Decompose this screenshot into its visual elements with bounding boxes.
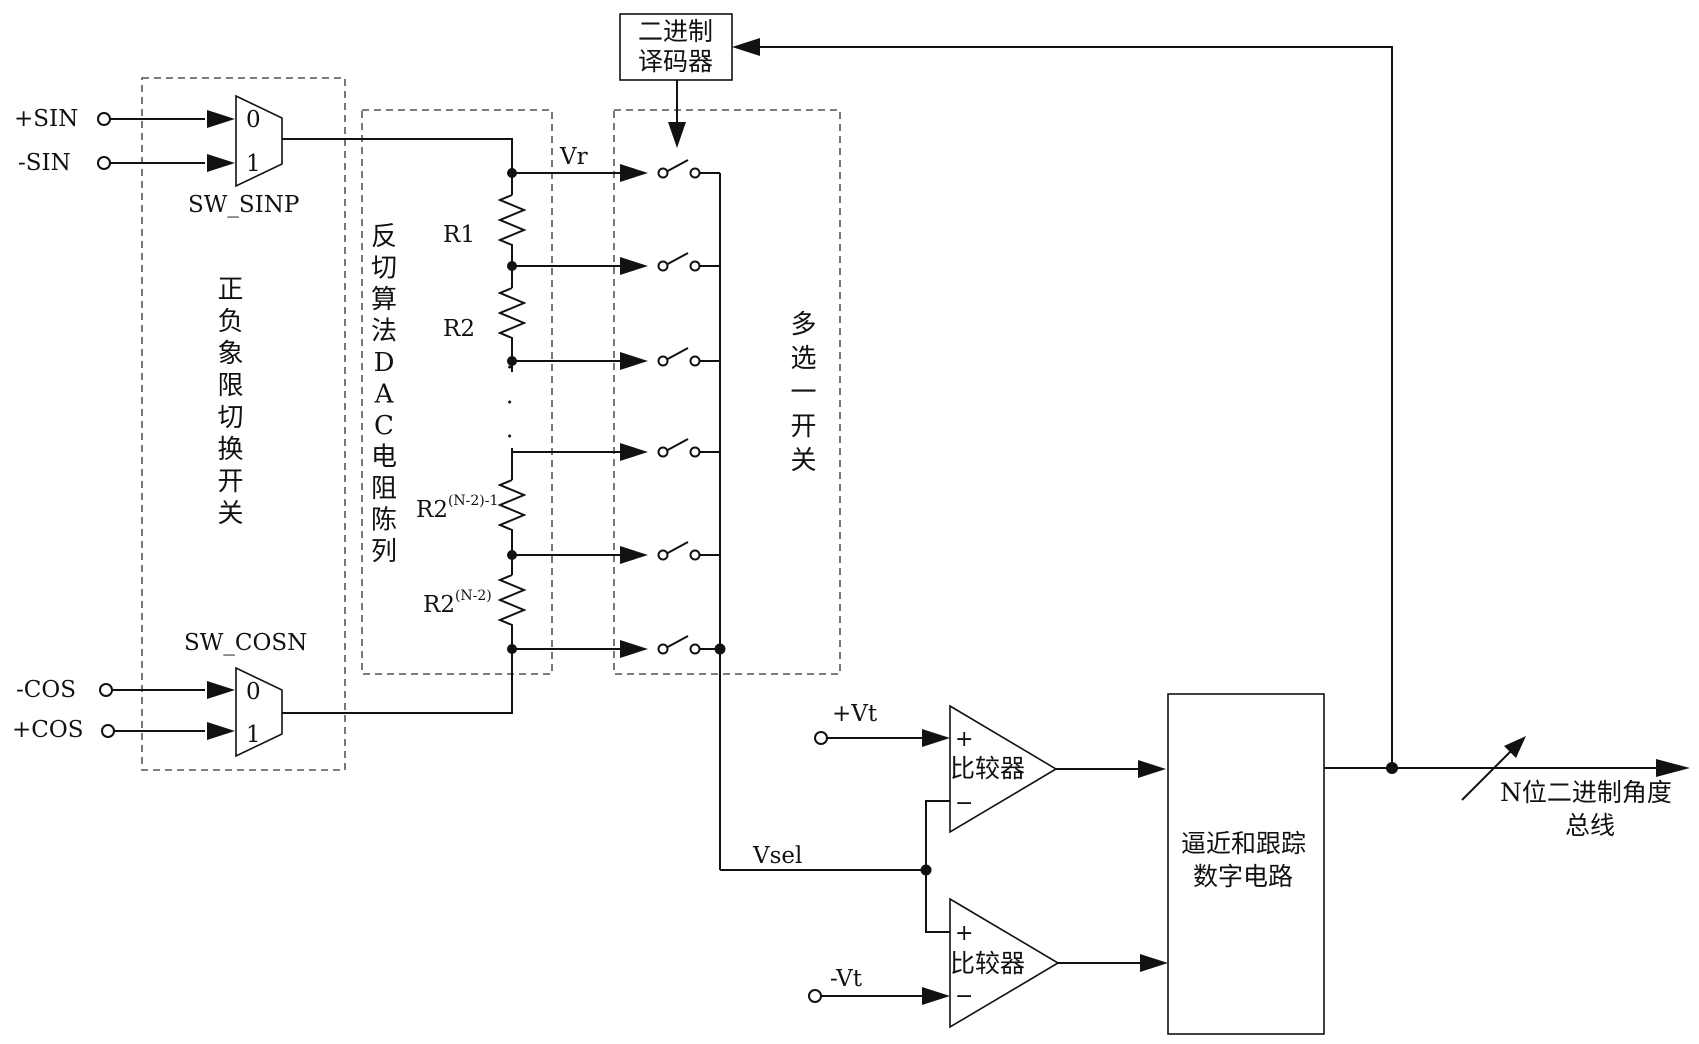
lower-comparator-minus: − <box>955 984 973 1009</box>
upper-comparator-label: 比较器 <box>950 754 1025 783</box>
input-pos-sin-label: +SIN <box>14 106 78 132</box>
lower-comparator-out-arrow <box>1140 954 1168 972</box>
dac-array-label-char: 电 <box>371 443 397 473</box>
upper-comparator-minus: − <box>955 791 973 816</box>
dac-array-label-char: 列 <box>371 537 397 567</box>
upper-comparator <box>949 704 1058 834</box>
output-bus-label-line2: 总线 <box>1565 811 1615 840</box>
switch-bus-node <box>714 643 726 655</box>
dac-array-label-char: 阻 <box>371 474 397 504</box>
binary-decoder-box <box>619 13 733 81</box>
dac-array-group <box>361 109 553 675</box>
ladder-ellipsis-2: · <box>506 390 513 416</box>
resistor-r1-label: R1 <box>443 222 475 248</box>
dac-array-label-char: 算 <box>371 285 397 315</box>
resistor-r1 <box>497 194 527 266</box>
switch-row-1 <box>512 159 720 182</box>
neg-vt-label: -Vt <box>830 966 863 992</box>
mux-cosn-output-wire <box>282 649 513 714</box>
resistor-r3 <box>497 479 527 555</box>
resistor-r3-label: R2(N-2)-1 <box>416 493 498 523</box>
mux-sinp-port1: 1 <box>246 151 261 177</box>
input-neg-sin-label: -SIN <box>18 150 71 176</box>
dac-array-label-char: 陈 <box>371 506 397 536</box>
ladder-ellipsis-3: · <box>506 424 513 450</box>
switch-row-6 <box>512 635 720 658</box>
lower-comparator-label: 比较器 <box>950 949 1025 978</box>
dac-array-label-char: C <box>374 411 394 441</box>
dac-array-label-char: A <box>374 380 395 410</box>
lower-comparator <box>949 897 1060 1029</box>
vsel-label: Vsel <box>752 843 802 869</box>
multiplexer-group <box>613 109 841 675</box>
resistor-r4-label: R2(N-2) <box>423 588 492 618</box>
feedback-wire <box>758 46 1393 768</box>
resistor-r4 <box>497 574 527 649</box>
mux-cosn <box>235 666 283 758</box>
mux-cosn-port1: 1 <box>246 722 261 748</box>
input-neg-sin-terminal <box>97 156 111 170</box>
input-neg-cos-label: -COS <box>16 677 76 703</box>
digital-circuit-box <box>1167 693 1325 1035</box>
input-pos-cos-terminal <box>101 724 115 738</box>
input-pos-sin-arrow <box>207 110 235 128</box>
dac-array-label-char: 反 <box>371 222 397 252</box>
multiplexer-label: 多选一开关 <box>786 310 816 480</box>
quadrant-switch-group <box>141 77 346 771</box>
input-pos-sin-terminal <box>97 112 111 126</box>
pos-vt-terminal <box>814 731 828 745</box>
binary-decoder-line1: 二进制 <box>638 17 713 46</box>
vsel-to-upper-comp <box>925 800 950 870</box>
dac-array-label-char: D <box>374 348 395 378</box>
bus-width-slash <box>1461 745 1517 801</box>
pos-vt-label: +Vt <box>832 701 878 727</box>
dac-array-label-char: 切 <box>371 254 397 284</box>
ladder-ellipsis-1: · <box>506 355 513 381</box>
digital-circuit-line1: 逼近和跟踪 <box>1181 829 1306 858</box>
output-bus-label-line1: N位二进制角度 <box>1500 778 1672 807</box>
mux-sinp-output-wire <box>282 138 513 173</box>
switch-row-3 <box>512 347 720 370</box>
output-bus-node <box>1386 762 1398 774</box>
upper-comparator-plus: + <box>955 727 973 752</box>
mux-cosn-label: SW_COSN <box>184 630 307 656</box>
bus-width-slash-arrow <box>1504 736 1526 758</box>
neg-vt-terminal <box>808 989 822 1003</box>
upper-comparator-out-arrow <box>1138 760 1166 778</box>
resistor-r2-label: R2 <box>443 316 475 342</box>
mux-sinp <box>235 94 283 188</box>
resistor-r2 <box>497 287 527 361</box>
input-pos-cos-label: +COS <box>12 717 83 743</box>
feedback-arrow <box>732 38 760 56</box>
input-pos-cos-arrow <box>207 722 235 740</box>
decoder-control-arrow <box>668 122 686 148</box>
input-neg-cos-terminal <box>99 683 113 697</box>
mux-sinp-port0: 0 <box>246 107 261 133</box>
switch-row-2 <box>512 252 720 275</box>
vsel-to-lower-comp <box>925 870 950 933</box>
binary-decoder-line2: 译码器 <box>638 47 713 76</box>
quadrant-switch-label: 正负象限切换开关 <box>213 275 243 531</box>
input-neg-sin-arrow <box>207 154 235 172</box>
switch-row-4 <box>512 438 720 461</box>
mux-cosn-port0: 0 <box>246 679 261 705</box>
vr-label: Vr <box>559 144 588 170</box>
dac-array-label-char: 法 <box>371 317 397 347</box>
input-neg-cos-arrow <box>207 681 235 699</box>
output-bus-arrow <box>1656 759 1690 777</box>
mux-sinp-label: SW_SINP <box>188 192 299 218</box>
lower-comparator-plus: + <box>955 921 973 946</box>
digital-circuit-line2: 数字电路 <box>1193 862 1293 891</box>
switch-row-5 <box>512 541 720 564</box>
